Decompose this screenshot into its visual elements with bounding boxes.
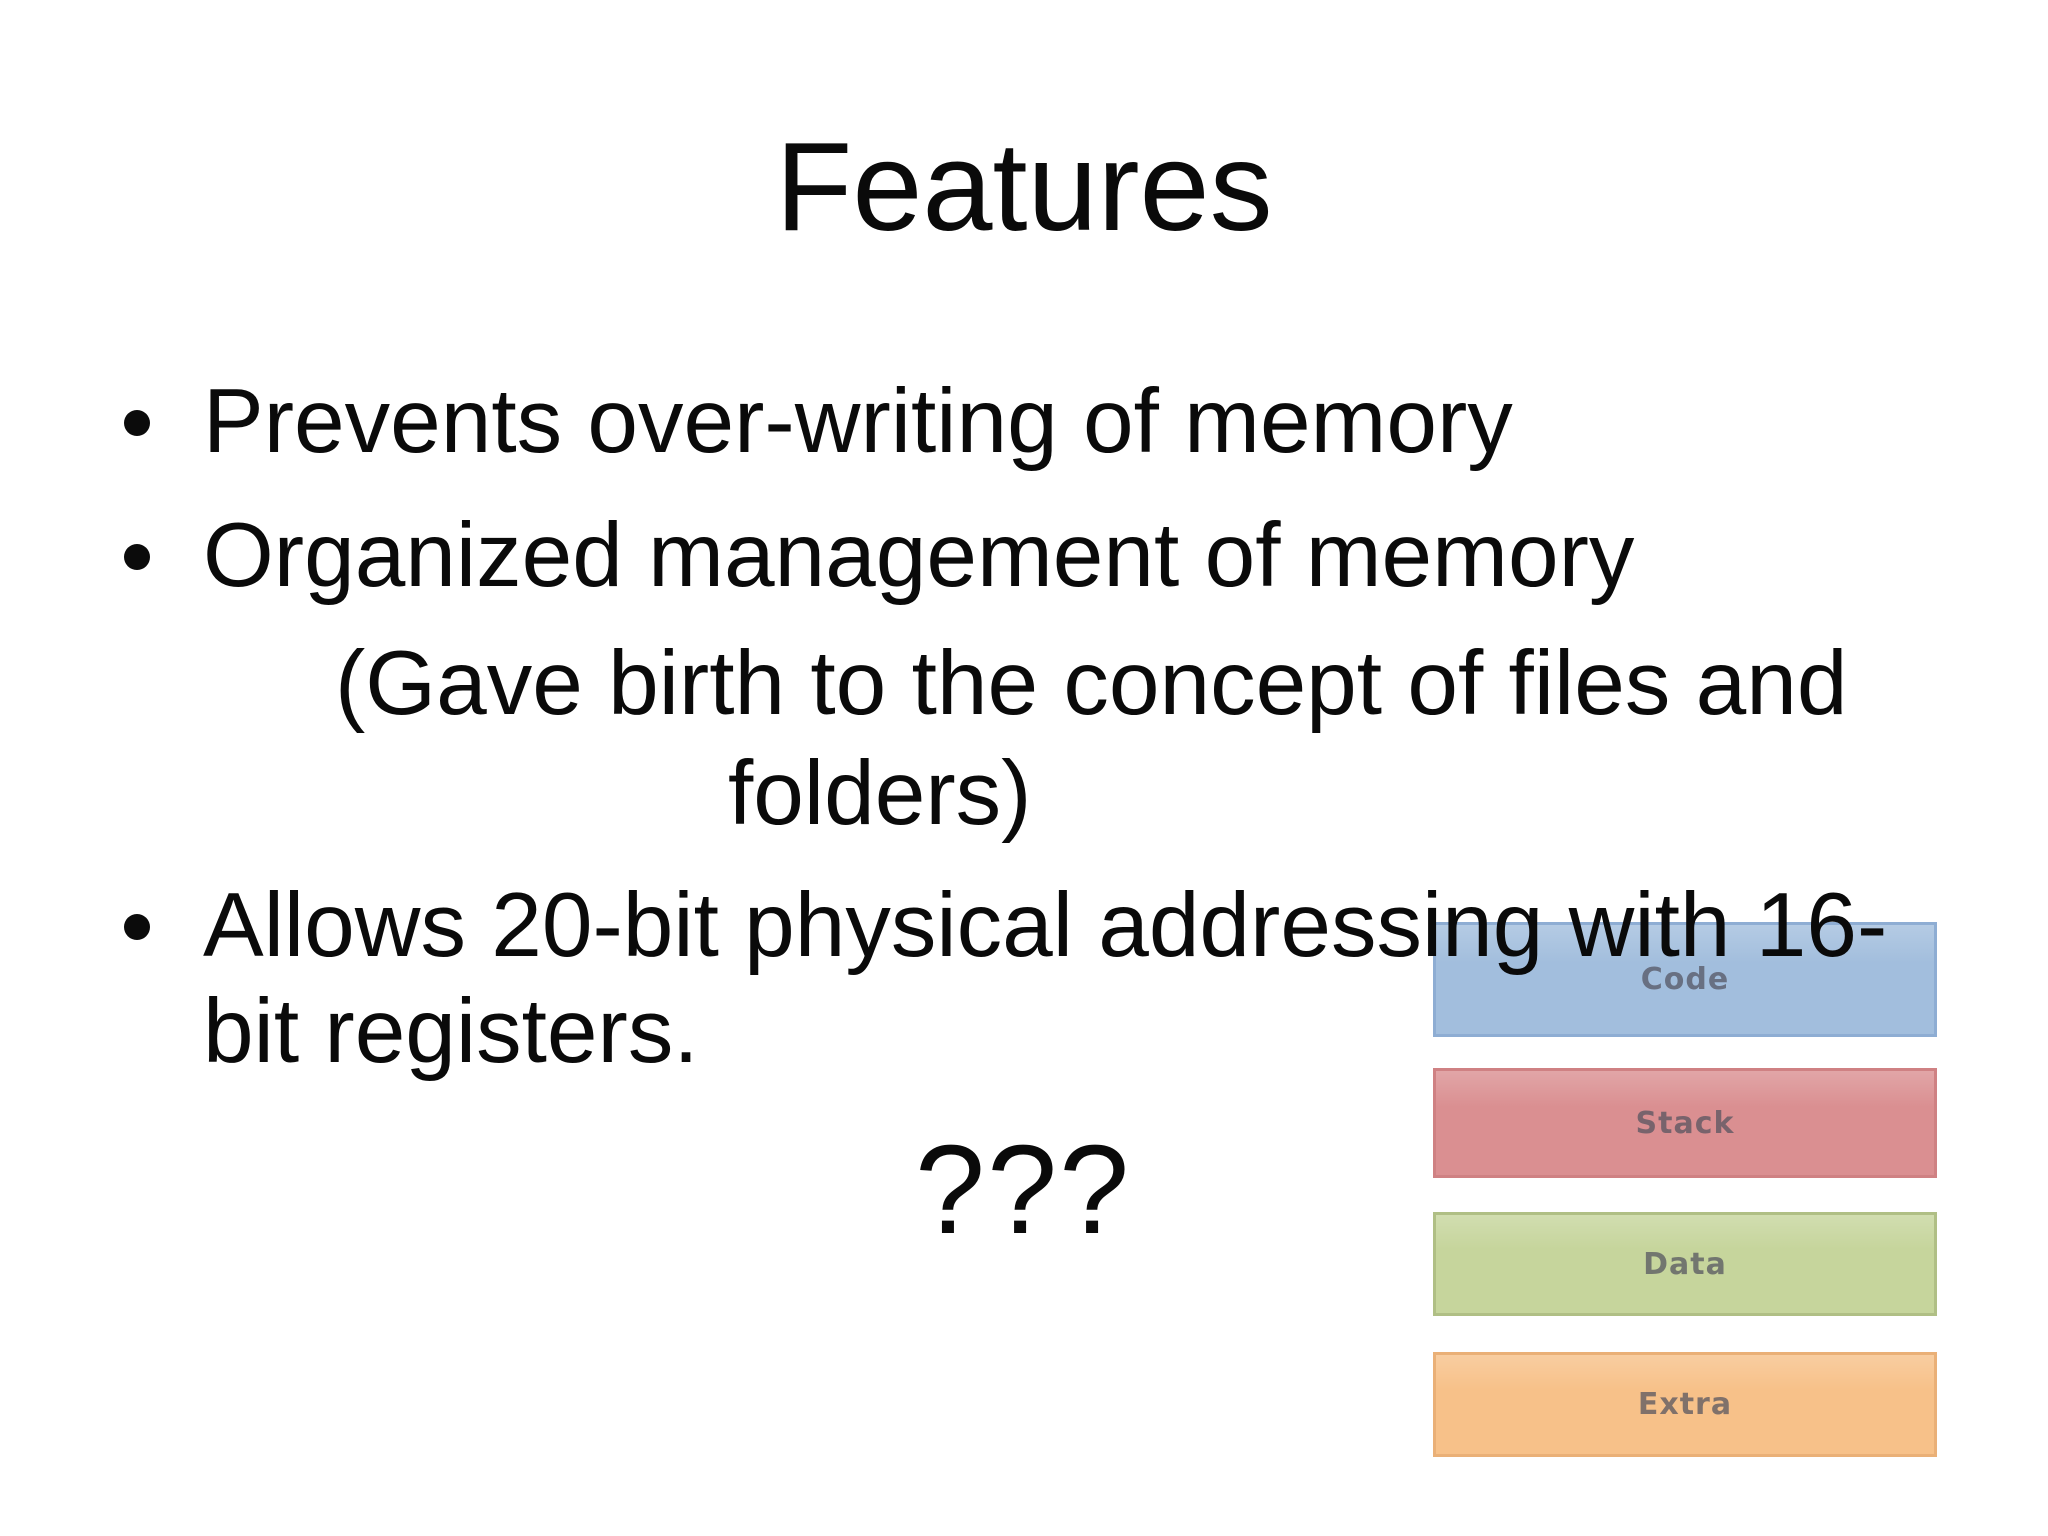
segment-box-extra: Extra [1433, 1352, 1937, 1457]
bullet-text-2: Organized management of memory [203, 505, 1635, 606]
bullet-text-1: Prevents over-writing of memory [203, 371, 1513, 472]
bullet-dot [124, 914, 150, 940]
segment-label-extra: Extra [1637, 1387, 1733, 1422]
bullet-dot [124, 410, 150, 436]
slide-title: Features [775, 116, 1273, 257]
segment-box-data: Data [1433, 1212, 1937, 1316]
bullet-item-3: Allows 20-bit physical addressing with 1… [124, 873, 1887, 1085]
bullet-dot [124, 544, 150, 570]
segment-label-code: Code [1640, 962, 1730, 997]
segment-box-code: Code [1433, 922, 1937, 1037]
segment-label-data: Data [1643, 1246, 1727, 1282]
segment-label-stack: Stack [1635, 1105, 1735, 1141]
bullet-text-3: Allows 20-bit physical addressing with 1… [203, 875, 1888, 1082]
memory-segments-diagram: Code Stack Data Extra [1433, 922, 1943, 1457]
segment-box-stack: Stack [1433, 1068, 1937, 1178]
bullet-item-2: Organized management of memory [124, 503, 1634, 609]
bullet-item-1: Prevents over-writing of memory [124, 369, 1513, 475]
question-marks-text: ??? [915, 1119, 1132, 1260]
subnote-line-2: folders) [728, 743, 1032, 844]
subnote-line-1: (Gave birth to the concept of files and [335, 633, 1848, 734]
